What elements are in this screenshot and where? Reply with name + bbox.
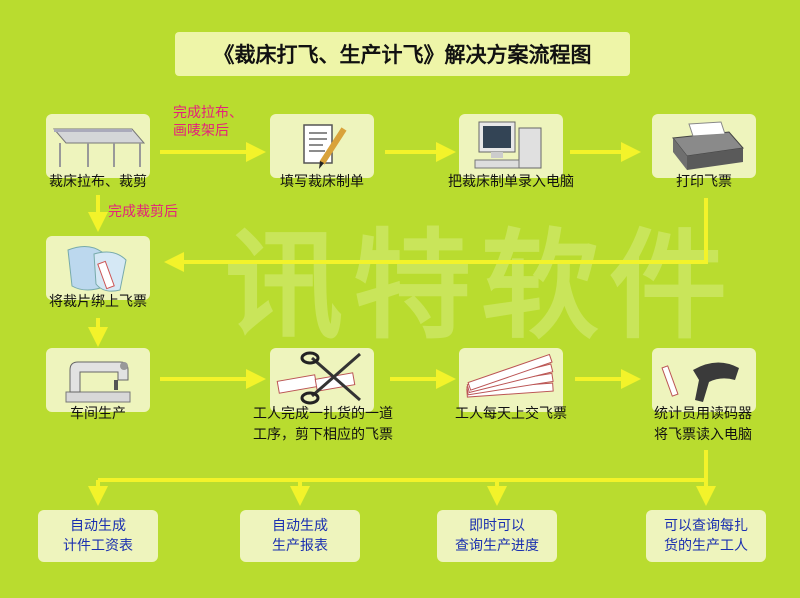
step-fill-form-icon-box (270, 114, 374, 178)
step-tag-pieces-label: 将裁片绑上飞票 (49, 294, 147, 310)
step-scan-label-line1: 统计员用读码器 (654, 406, 752, 422)
note-after-spreading: 完成拉布、 画唛架后 (173, 104, 243, 140)
sewing-machine-icon (65, 361, 131, 403)
barcode-scanner-icon (661, 362, 739, 402)
output-progress-query: 即时可以 查询生产进度 (437, 510, 557, 562)
step-submit-tickets-icon-box (459, 348, 563, 412)
step-scan-label-line2: 将飞票读入电脑 (654, 427, 752, 443)
cutting-table-icon (52, 128, 146, 167)
step-scan-icon-box (652, 348, 756, 412)
output-worker-line2: 货的生产工人 (664, 538, 748, 554)
output-progress-line1: 即时可以 (469, 518, 525, 534)
fabric-pieces-icon (67, 246, 127, 292)
printer-icon (672, 121, 744, 170)
output-progress-line2: 查询生产进度 (455, 538, 539, 554)
scissors-icon (276, 351, 361, 405)
step-cutting-label: 裁床拉布、裁剪 (49, 174, 147, 190)
output-production-report: 自动生成 生产报表 (240, 510, 360, 562)
step-workshop-icon-box (46, 348, 150, 412)
output-worker-query: 可以查询每扎 货的生产工人 (646, 510, 766, 562)
computer-icon (474, 121, 542, 169)
step-input-computer-label: 把裁床制单录入电脑 (448, 174, 574, 190)
diagram-title: 《裁床打飞、生产计飞》解决方案流程图 (175, 32, 630, 76)
watermark: 讯特软件 (225, 217, 738, 355)
output-piece-wage-line2: 计件工资表 (63, 538, 133, 554)
step-scan-label: 统计员用读码器 将飞票读入电脑 (628, 404, 778, 446)
step-print-label: 打印飞票 (676, 174, 732, 190)
step-tag-pieces-icon-box (46, 236, 150, 300)
paper-pencil-icon (303, 124, 347, 169)
output-production-line2: 生产报表 (272, 538, 328, 554)
output-production-line1: 自动生成 (272, 518, 328, 534)
note-after-cutting: 完成裁剪后 (108, 204, 178, 220)
step-cut-ticket-icon-box (270, 348, 374, 412)
step-fill-form-label: 填写裁床制单 (280, 174, 364, 190)
step-cutting-icon-box (46, 114, 150, 178)
output-piece-wage-report: 自动生成 计件工资表 (38, 510, 158, 562)
step-input-computer-icon-box (459, 114, 563, 178)
output-worker-line1: 可以查询每扎 (664, 518, 748, 534)
arrow-step4-to-step5 (164, 198, 708, 272)
note-after-spreading-line1: 完成拉布、 (173, 105, 243, 121)
step-print-icon-box (652, 114, 756, 178)
tickets-fan-icon (466, 353, 554, 398)
step-cut-ticket-label-line2: 工序，剪下相应的飞票 (253, 427, 393, 443)
note-after-spreading-line2: 画唛架后 (173, 123, 229, 139)
step-submit-tickets-label: 工人每天上交飞票 (455, 406, 567, 422)
output-piece-wage-line1: 自动生成 (70, 518, 126, 534)
step-workshop-label: 车间生产 (70, 406, 126, 422)
step-cut-ticket-label-line1: 工人完成一扎货的一道 (253, 406, 393, 422)
step-cut-ticket-label: 工人完成一扎货的一道 工序，剪下相应的飞票 (228, 404, 418, 446)
